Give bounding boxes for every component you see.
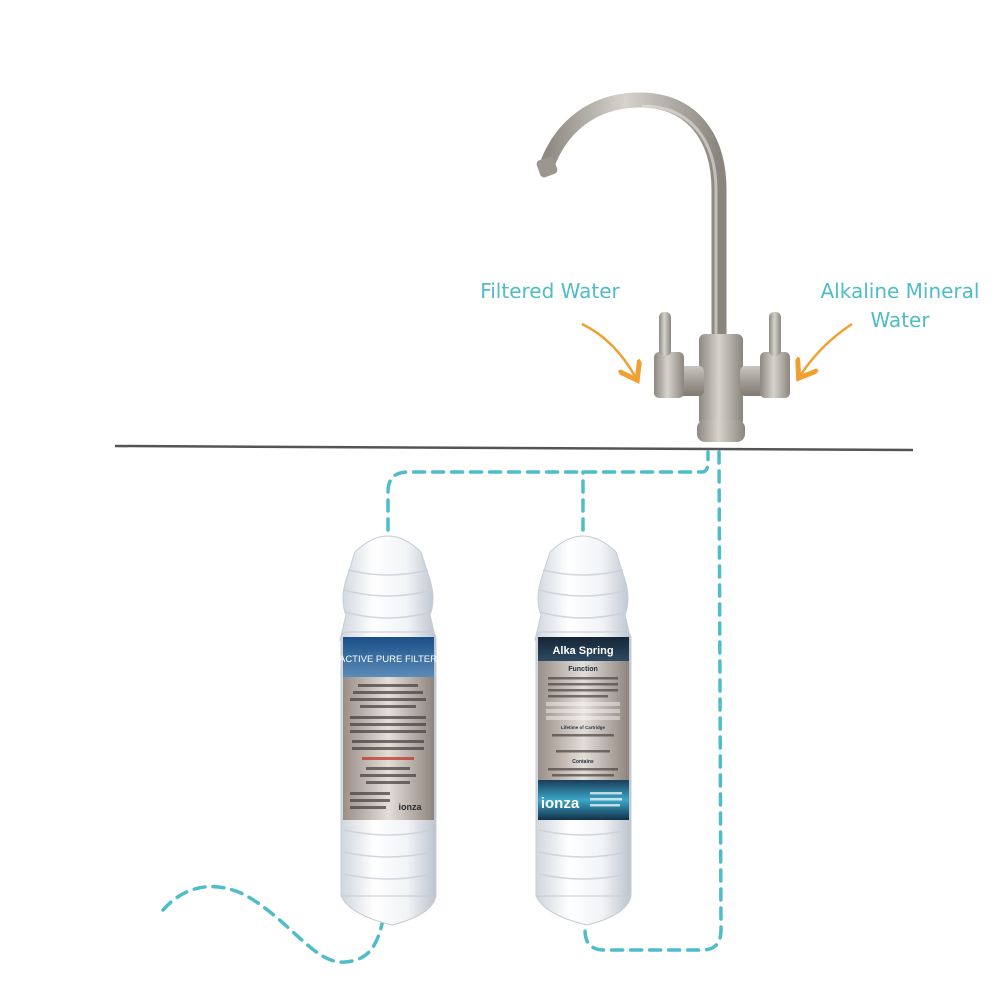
label-filtered-water: Filtered Water <box>470 277 630 306</box>
cartridge-left-bottom-cone <box>340 895 437 926</box>
cartridge-right-contains-heading: Contains <box>572 759 594 765</box>
faucet-body <box>699 334 743 426</box>
water-line-left-feed <box>386 450 710 532</box>
cartridge-left-title: ACTIVE PURE FILTER <box>339 654 437 665</box>
label-alkaline-line1: Alkaline Mineral <box>820 279 980 303</box>
cartridge-right-title: Alka Spring <box>552 645 613 657</box>
faucet-right-valve <box>760 352 790 398</box>
cartridge-left-top-cap <box>339 535 437 641</box>
cartridge-right-label-header <box>538 637 629 661</box>
cartridge-left-fine-print <box>350 684 426 809</box>
label-alkaline-line2: Water <box>870 308 930 332</box>
cartridge-right-heading: Function <box>568 666 598 673</box>
water-lines <box>161 450 723 964</box>
faucet-left-valve <box>654 352 684 398</box>
filter-cartridge-left: ACTIVE PURE FILTER ionza <box>339 535 437 926</box>
cartridge-left-brand: ionza <box>398 802 422 812</box>
cartridge-right-contact-print <box>590 792 622 807</box>
filter-cartridge-right: Alka Spring Function Lifetime of Cartrid… <box>534 535 632 926</box>
cartridge-right-lifetime-heading: Lifetime of Cartridge <box>561 725 606 730</box>
faucet-base <box>697 420 745 442</box>
label-alkaline-mineral-water: Alkaline Mineral Water <box>810 277 990 335</box>
water-line-inlet <box>161 884 386 964</box>
faucet-left-handle <box>659 312 671 356</box>
arrow-alkaline-icon <box>800 322 853 376</box>
faucet-spout-tip <box>536 156 558 178</box>
label-filtered-water-text: Filtered Water <box>480 279 620 303</box>
faucet-spout <box>539 92 727 406</box>
water-line-return <box>583 450 723 952</box>
cartridge-right-bottom-cone <box>535 895 632 926</box>
arrow-filtered-icon <box>581 322 636 378</box>
faucet <box>536 92 790 442</box>
faucet-spout-highlight <box>641 104 718 390</box>
cartridge-right-fine-print <box>546 677 620 777</box>
faucet-right-handle <box>769 312 781 356</box>
countertop-line <box>114 444 914 452</box>
cartridge-right-brand: ionza <box>541 795 580 812</box>
cartridge-left-label-header <box>343 637 434 677</box>
cartridge-right-top-cap <box>534 535 632 641</box>
